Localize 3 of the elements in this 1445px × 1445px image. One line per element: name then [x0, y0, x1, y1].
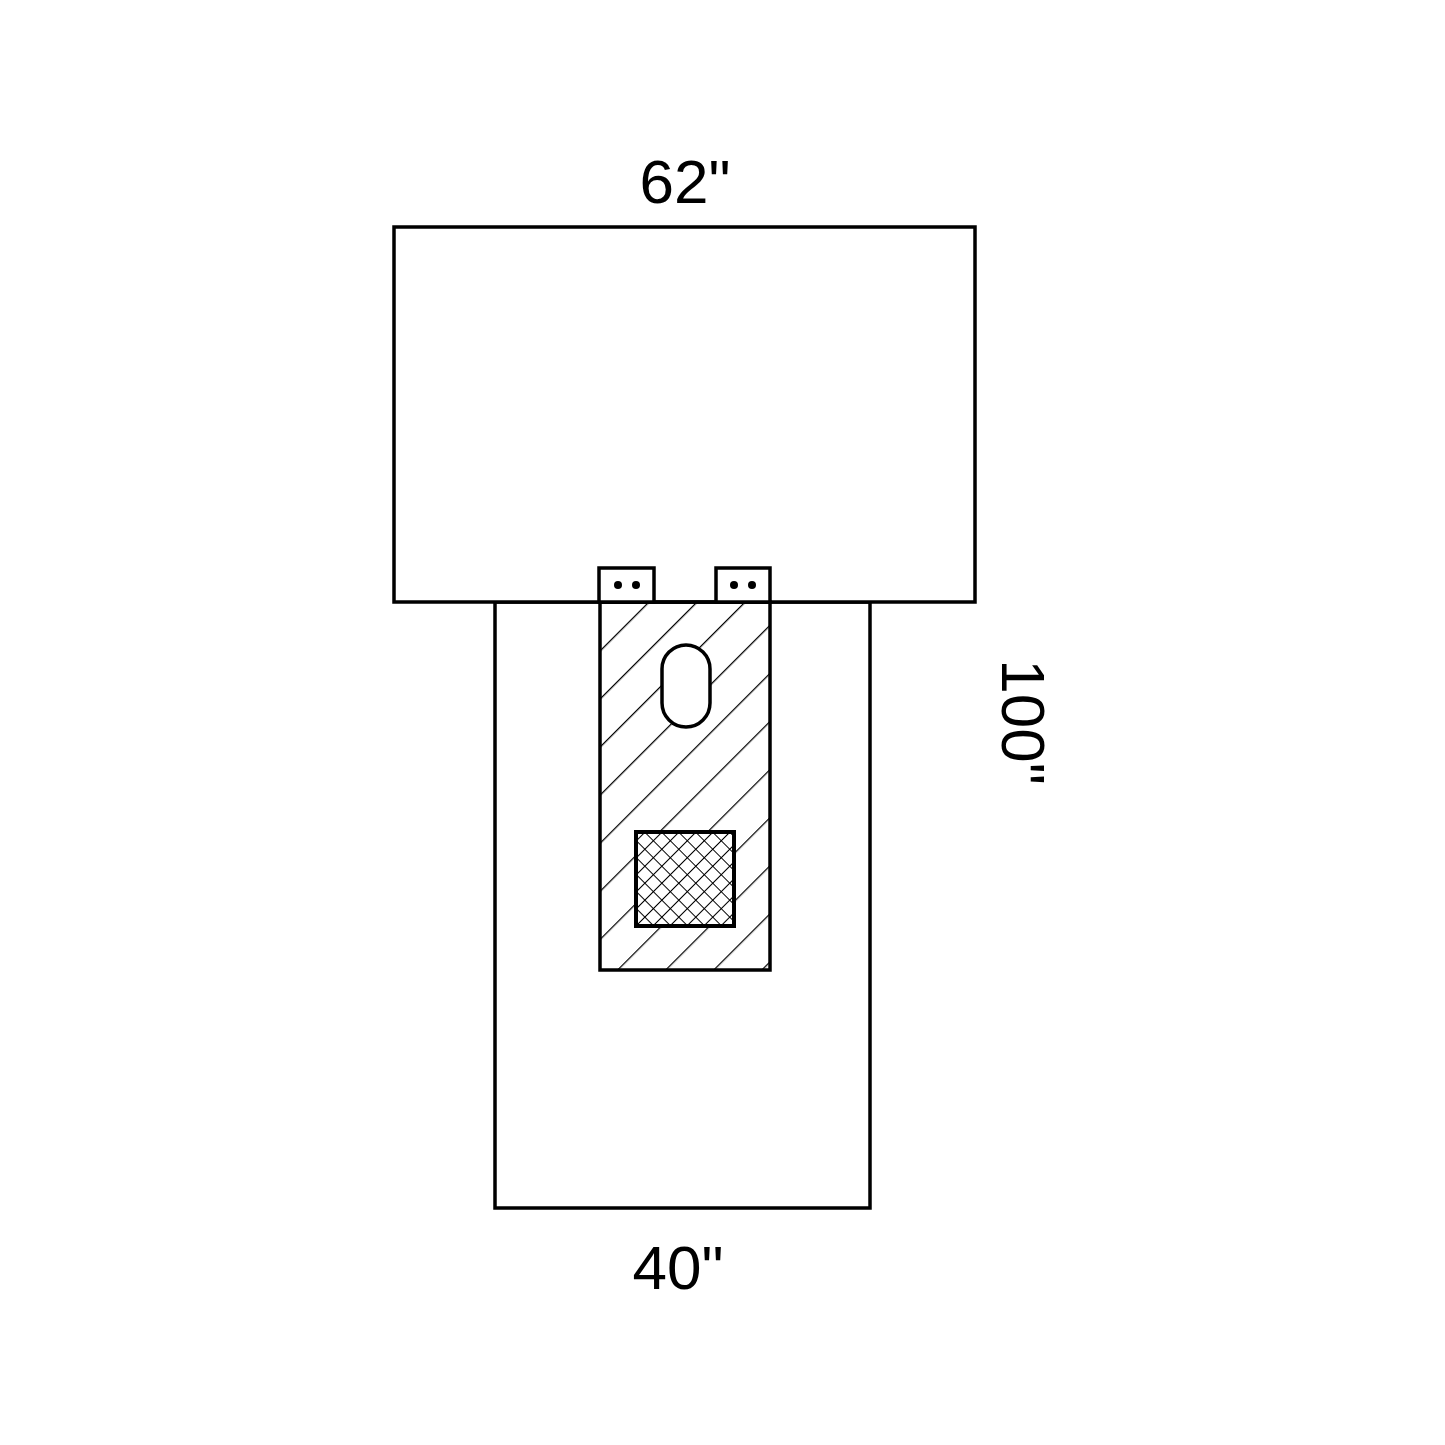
dimension-label: 40": [632, 1237, 724, 1299]
dimension-label: 100": [991, 659, 1054, 785]
dimension-label: 62": [639, 151, 731, 213]
